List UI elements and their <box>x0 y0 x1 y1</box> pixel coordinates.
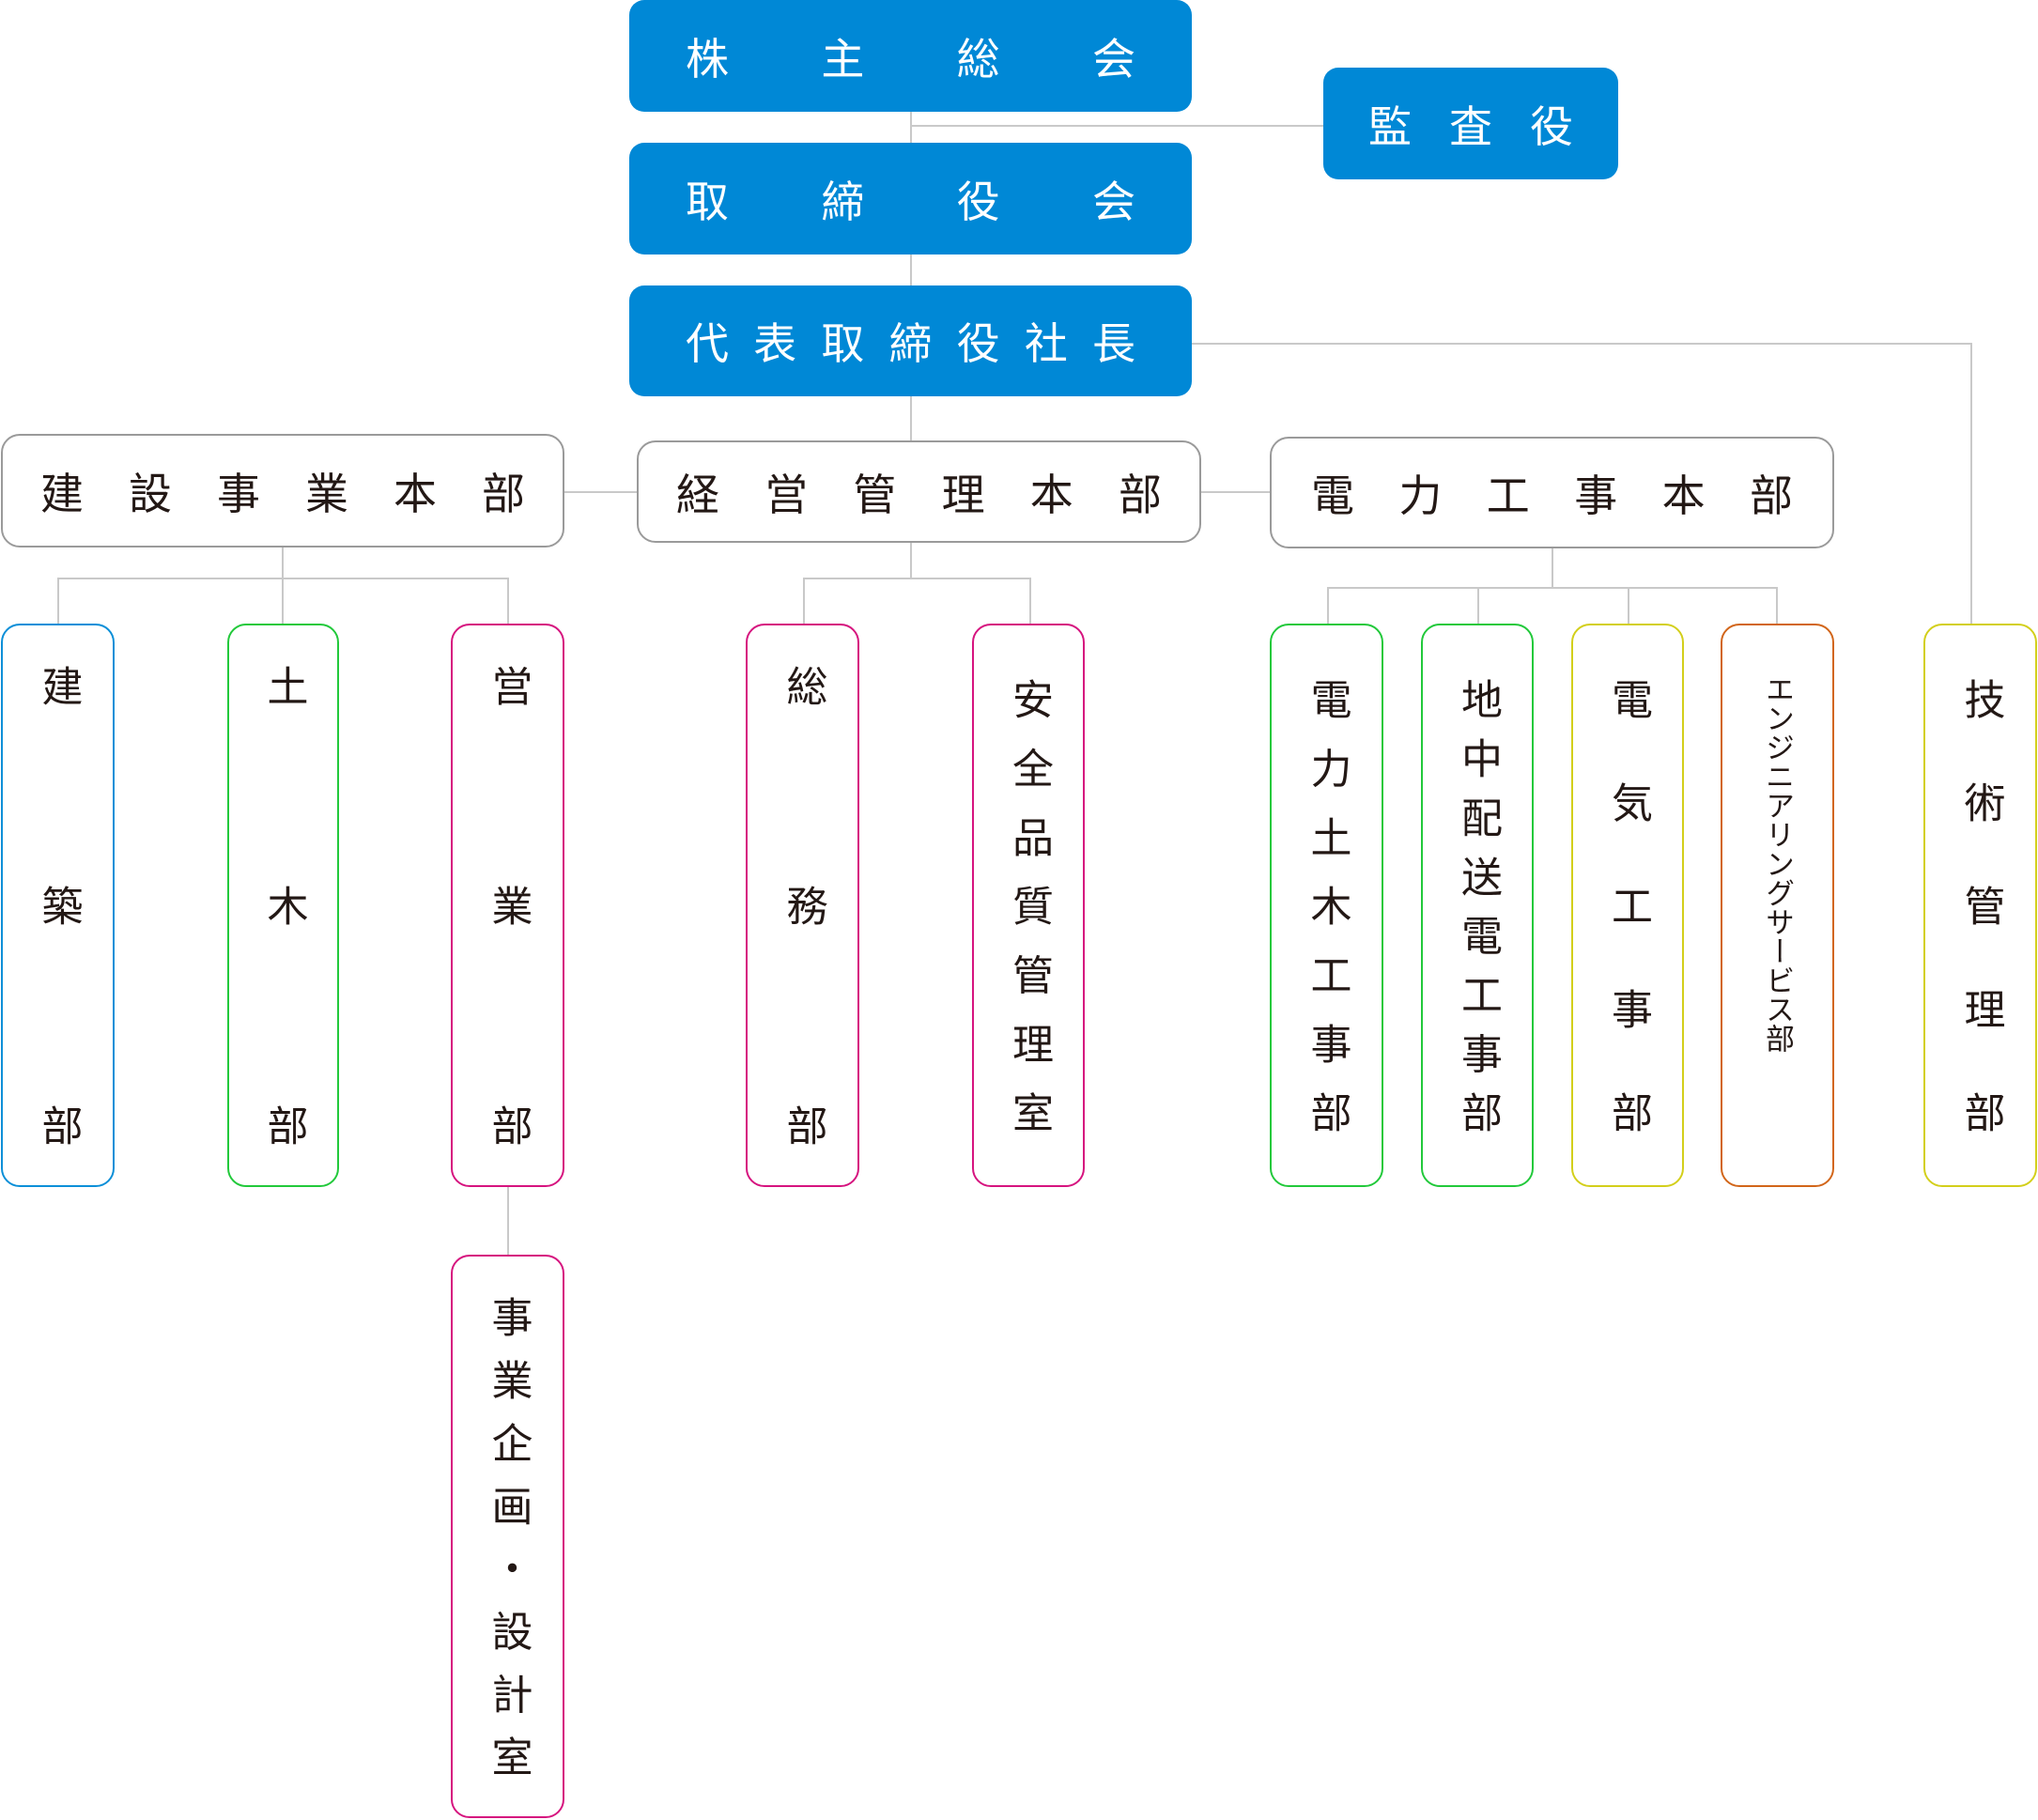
connector-line <box>282 548 284 625</box>
connector-line <box>1029 578 1031 625</box>
auditor-box: 監査役 <box>1323 68 1618 179</box>
management-division-label: 経営管理本部 <box>676 469 1162 520</box>
connector-line <box>1776 587 1778 625</box>
electrical-dept-label: 電気工事部 <box>1604 678 1652 1133</box>
architecture-dept-box: 建築部 <box>1 624 115 1187</box>
president-label: 代表取締役社長 <box>686 318 1135 369</box>
connector-line <box>1327 587 1778 589</box>
planning-design-office-label: 事業企画・設計室 <box>484 1296 533 1777</box>
connector-line <box>803 578 1031 579</box>
sales-dept-box: 営業部 <box>451 624 564 1187</box>
power-division-label: 電力工事本部 <box>1311 470 1793 521</box>
safety-quality-office-box: 安全品質管理室 <box>972 624 1085 1187</box>
civil-dept-label: 土木部 <box>259 665 308 1146</box>
board-box: 取締役会 <box>629 143 1192 254</box>
engineering-service-dept-box: エンジニアリングサービス部 <box>1721 624 1834 1187</box>
connector-line <box>1477 587 1479 625</box>
civil-dept-box: 土木部 <box>227 624 339 1187</box>
connector-line <box>911 125 1324 127</box>
power-civil-dept-box: 電力土木工事部 <box>1270 624 1383 1187</box>
auditor-label: 監査役 <box>1368 100 1573 152</box>
shareholders-meeting-label: 株主総会 <box>686 33 1135 85</box>
connector-line <box>803 578 805 625</box>
engineering-service-dept-label: エンジニアリングサービス部 <box>1760 674 1794 1053</box>
underground-dept-label: 地中配送電工事部 <box>1454 678 1502 1133</box>
construction-division-box: 建設事業本部 <box>1 434 564 548</box>
connector-line <box>1970 343 1972 625</box>
sales-dept-label: 営業部 <box>484 665 533 1146</box>
connector-line <box>507 1187 509 1256</box>
construction-division-label: 建設事業本部 <box>40 468 525 519</box>
general-affairs-dept-box: 総務部 <box>746 624 859 1187</box>
connector-line <box>57 578 509 579</box>
safety-quality-office-label: 安全品質管理室 <box>1005 678 1053 1133</box>
connector-line <box>910 112 912 440</box>
connector-line <box>1327 587 1329 625</box>
connector-line <box>910 543 912 578</box>
tech-management-dept-box: 技術管理部 <box>1923 624 2037 1187</box>
electrical-dept-box: 電気工事部 <box>1571 624 1684 1187</box>
power-civil-dept-label: 電力土木工事部 <box>1303 678 1351 1133</box>
underground-dept-box: 地中配送電工事部 <box>1421 624 1534 1187</box>
planning-design-office-box: 事業企画・設計室 <box>451 1255 564 1818</box>
connector-line <box>1628 587 1629 625</box>
shareholders-meeting-box: 株主総会 <box>629 0 1192 112</box>
connector-line <box>1192 343 1972 345</box>
connector-line <box>507 578 509 625</box>
general-affairs-dept-label: 総務部 <box>779 665 827 1146</box>
connector-line <box>564 491 638 493</box>
management-division-box: 経営管理本部 <box>637 440 1201 543</box>
president-box: 代表取締役社長 <box>629 285 1192 396</box>
connector-line <box>1552 548 1553 588</box>
tech-management-dept-label: 技術管理部 <box>1956 678 2005 1133</box>
power-division-box: 電力工事本部 <box>1270 437 1834 548</box>
connector-line <box>57 578 59 625</box>
architecture-dept-label: 建築部 <box>34 665 83 1146</box>
board-label: 取締役会 <box>686 176 1135 227</box>
connector-line <box>1201 491 1271 493</box>
